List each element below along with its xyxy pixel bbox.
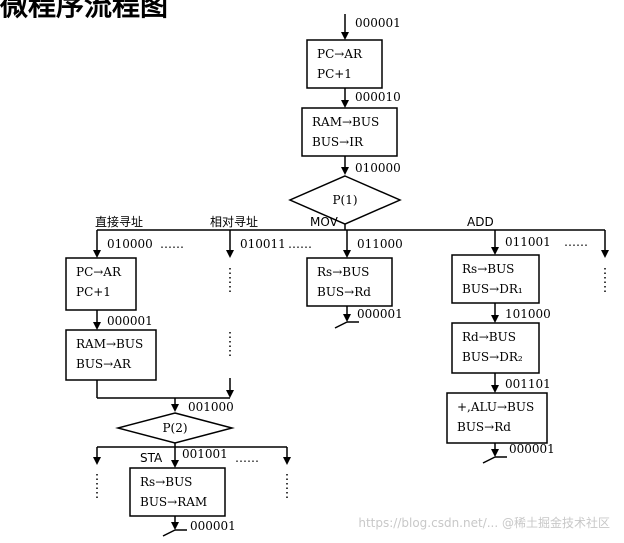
direct-box-1	[65, 257, 137, 311]
fetch-box-1-line-2: PC+1	[317, 67, 352, 81]
add-box-1	[451, 254, 540, 304]
label-mov: MOV	[310, 215, 339, 229]
arrow-head	[93, 250, 101, 258]
addr-sta-next: 000001	[190, 519, 236, 533]
page-heading: 微程序流程图	[0, 0, 169, 22]
arrow-head	[343, 314, 351, 322]
addr-fetch-entry: 000001	[355, 16, 401, 30]
addr-merge: 001000	[188, 400, 234, 414]
sta-end-stub-a	[162, 529, 176, 537]
sta-box-line-1: Rs→BUS	[140, 475, 192, 489]
ellipsis-add: ……	[564, 235, 588, 249]
add-box-2-line-1: Rd→BUS	[462, 330, 516, 344]
addr-add-1: 011001	[505, 235, 551, 249]
addr-sta: 001001	[182, 447, 228, 461]
arrow-head	[93, 322, 101, 330]
arrow-head	[491, 449, 499, 457]
direct-box-2-line-1: RAM→BUS	[76, 337, 143, 351]
arrow-head	[171, 404, 179, 412]
arrow-head	[226, 250, 234, 258]
add-box-3-line-1: +,ALU→BUS	[457, 400, 534, 414]
sta-box	[129, 467, 226, 517]
arrow-head	[171, 522, 179, 530]
add-box-3-line-2: BUS→Rd	[457, 420, 511, 434]
ellipsis-direct: ……	[160, 237, 184, 251]
addr-fetch-3: 010000	[355, 161, 401, 175]
arrow-head	[226, 390, 234, 398]
label-relative-addressing: 相对寻址	[210, 215, 258, 229]
fetch-box-1-line-1: PC→AR	[317, 47, 363, 61]
addr-add-next: 000001	[509, 442, 555, 456]
addr-add-2: 101000	[505, 307, 551, 321]
addr-mov-next: 000001	[357, 307, 403, 321]
fetch-box-2-line-2: BUS→IR	[312, 135, 364, 149]
addr-direct-2: 000001	[107, 314, 153, 328]
watermark: https://blog.csdn.net/... @稀土掘金技术社区	[358, 516, 610, 530]
arrow-head	[343, 250, 351, 258]
decision-p2-label: P(2)	[162, 421, 187, 435]
add-box-1-line-2: BUS→DR₁	[462, 282, 523, 296]
direct-box-1-line-2: PC+1	[76, 285, 111, 299]
addr-fetch-2: 000010	[355, 90, 401, 104]
arrow-head	[341, 100, 349, 108]
sta-box-line-2: BUS→RAM	[140, 495, 207, 509]
label-direct-addressing: 直接寻址	[95, 214, 143, 229]
add-box-1-line-1: Rs→BUS	[462, 262, 514, 276]
arrow-head	[601, 250, 609, 258]
arrow-head	[491, 315, 499, 323]
direct-box-1-line-1: PC→AR	[76, 265, 122, 279]
label-sta: STA	[140, 451, 163, 465]
add-end-stub-a	[482, 456, 496, 464]
arrow-head	[93, 457, 101, 465]
ellipsis-p2: ……	[235, 451, 259, 465]
label-add: ADD	[467, 215, 494, 229]
arrow-head	[491, 247, 499, 255]
add-box-2-line-2: BUS→DR₂	[462, 350, 523, 364]
addr-mov-1: 011000	[357, 237, 403, 251]
mov-box	[306, 257, 393, 307]
add-box-3	[446, 392, 548, 444]
arrow-head	[283, 457, 291, 465]
add-box-2	[451, 322, 540, 374]
mov-box-line-2: BUS→Rd	[317, 285, 371, 299]
addr-add-3: 001101	[505, 377, 551, 391]
arrow-head	[341, 32, 349, 40]
arrow-head	[491, 385, 499, 393]
mov-end-stub-a	[334, 321, 348, 329]
ellipsis-relative: ……	[288, 237, 312, 251]
addr-direct-1: 010000	[107, 237, 153, 251]
mov-box-line-1: Rs→BUS	[317, 265, 369, 279]
fetch-box-1	[306, 39, 383, 89]
decision-p1-label: P(1)	[332, 193, 357, 207]
direct-box-2	[65, 329, 157, 381]
fetch-box-2	[301, 107, 398, 157]
addr-relative-1: 010011	[240, 237, 286, 251]
arrow-head	[171, 460, 179, 468]
direct-box-2-line-2: BUS→AR	[76, 357, 132, 371]
fetch-box-2-line-1: RAM→BUS	[312, 115, 379, 129]
arrow-head	[341, 167, 349, 175]
